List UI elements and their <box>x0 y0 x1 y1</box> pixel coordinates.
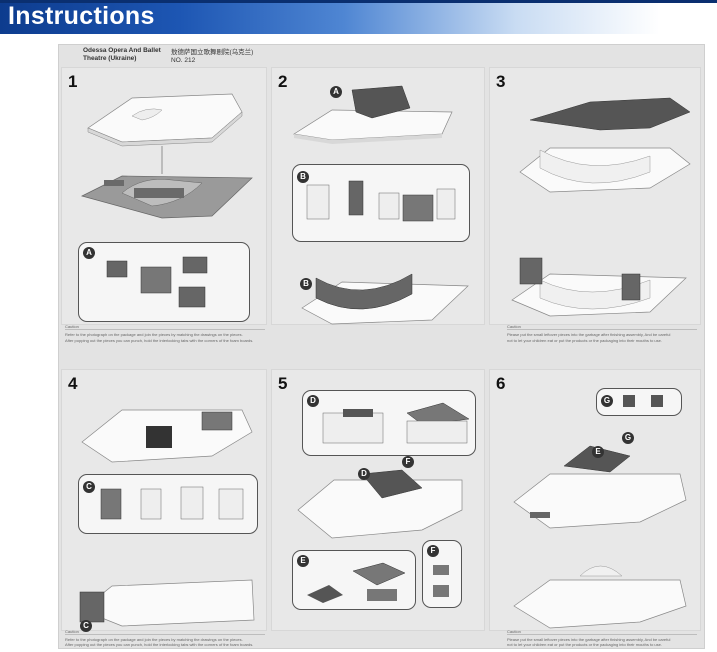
detail-box-b: B <box>292 164 470 242</box>
detail-box-f: F <box>422 540 462 608</box>
note-text: After popping out the pieces you can pun… <box>65 338 254 343</box>
caution-title: Caution <box>507 629 521 634</box>
callout-g: G <box>622 432 634 444</box>
callout-f: F <box>402 456 414 468</box>
note-text: not to let your children eat or put the … <box>507 338 662 343</box>
step-2-illustration <box>293 85 469 325</box>
caution-title: Caution <box>507 324 521 329</box>
callout-c: C <box>83 481 95 493</box>
note-text: Refer to the photograph on the package a… <box>65 637 243 642</box>
callout-a: A <box>83 247 95 259</box>
note-rule <box>507 329 697 330</box>
step-1-illustration <box>81 93 253 219</box>
step-number: 5 <box>278 374 288 393</box>
step-1-panel: 1 A <box>61 67 267 325</box>
callout-g: G <box>601 395 613 407</box>
note-rule <box>65 634 265 635</box>
model-number: NO. 212 <box>171 57 196 64</box>
note-text: Please put the small leftover pieces int… <box>507 332 671 337</box>
detail-box-e: E <box>292 550 416 610</box>
note-text: Please put the small leftover pieces int… <box>507 637 671 642</box>
model-name-line2: Theatre (Ukraine) <box>83 55 137 62</box>
instructions-banner: Instructions <box>0 0 717 34</box>
step-6-illustration <box>513 445 687 629</box>
step-number: 3 <box>496 72 506 91</box>
callout-b: B <box>297 171 309 183</box>
step-3-illustration <box>511 97 691 317</box>
step-6-panel: 6 G G E <box>489 369 701 631</box>
note-rule <box>65 329 265 330</box>
step-number: 4 <box>68 374 78 393</box>
callout-e: E <box>592 446 604 458</box>
callout-d: D <box>358 468 370 480</box>
step-5-panel: 5 D F D E F <box>271 369 485 631</box>
banner-title: Instructions <box>8 2 155 30</box>
step-2-panel: 2 A B B <box>271 67 485 325</box>
step-4-panel: 4 C C <box>61 369 267 632</box>
detail-d-illustration <box>322 402 470 444</box>
callout-e: E <box>297 555 309 567</box>
step-3-panel: 3 <box>489 67 701 325</box>
detail-box-g: G <box>596 388 682 416</box>
model-name-chinese: 敖德萨国立歌舞剧院(乌克兰) <box>171 49 254 56</box>
note-text: not to let your children eat or put the … <box>507 642 662 647</box>
instruction-sheet: Odessa Opera And Ballet Theatre (Ukraine… <box>58 44 705 649</box>
step-number: 6 <box>496 374 506 393</box>
caution-title: Caution <box>65 629 79 634</box>
detail-g-illustration <box>623 395 663 407</box>
detail-e-illustration <box>307 562 406 603</box>
step-number: 2 <box>278 72 288 91</box>
callout-c: C <box>80 620 92 632</box>
step-number: 1 <box>68 72 78 91</box>
model-name-line1: Odessa Opera And Ballet <box>83 47 161 54</box>
detail-box-c: C <box>78 474 258 534</box>
step-5-illustration <box>297 469 463 539</box>
detail-box-a: A <box>78 242 250 322</box>
callout-b: B <box>300 278 312 290</box>
note-rule <box>507 634 697 635</box>
caution-title: Caution <box>65 324 79 329</box>
detail-f-illustration <box>433 565 449 597</box>
note-text: Refer to the photograph on the package a… <box>65 332 243 337</box>
detail-c-illustration <box>100 486 244 520</box>
detail-b-illustration <box>306 180 456 222</box>
detail-a-illustration <box>106 256 208 308</box>
detail-box-d: D <box>302 390 476 456</box>
callout-d: D <box>307 395 319 407</box>
note-text: After popping out the pieces you can pun… <box>65 642 254 647</box>
banner-top-rule <box>0 0 717 3</box>
callout-a: A <box>330 86 342 98</box>
callout-f: F <box>427 545 439 557</box>
step-4-illustration <box>79 409 255 627</box>
